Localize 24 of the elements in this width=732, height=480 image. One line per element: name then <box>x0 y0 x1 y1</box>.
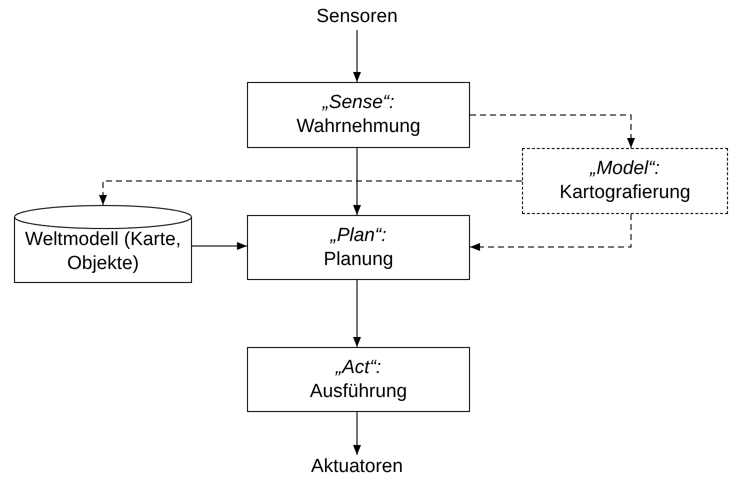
arrow <box>353 30 361 82</box>
node-text: Ausführung <box>310 380 408 404</box>
arrow <box>353 148 361 216</box>
arrow <box>470 214 632 251</box>
stage-title: „Plan“: <box>330 224 386 248</box>
process-box <box>247 347 470 412</box>
node-text: Planung <box>324 248 394 272</box>
database-cylinder <box>14 205 192 283</box>
node-text: Sensoren <box>316 5 398 29</box>
arrow <box>353 412 361 456</box>
arrow <box>99 180 522 206</box>
stage-title: „Model“: <box>590 157 660 181</box>
process-box <box>522 148 728 214</box>
node-text: Wahrnehmung <box>296 115 420 139</box>
stage-title: „Sense“: <box>322 91 394 115</box>
arrow <box>192 242 248 250</box>
stage-title: „Act“: <box>336 356 382 380</box>
node-text: Kartografierung <box>560 181 690 205</box>
node-text: Aktuatoren <box>311 455 403 479</box>
process-box <box>247 82 470 148</box>
node-text: Weltmodell (Karte, Objekte) <box>24 228 182 276</box>
process-box <box>247 215 470 280</box>
arrow <box>353 280 361 348</box>
arrow <box>470 114 635 148</box>
